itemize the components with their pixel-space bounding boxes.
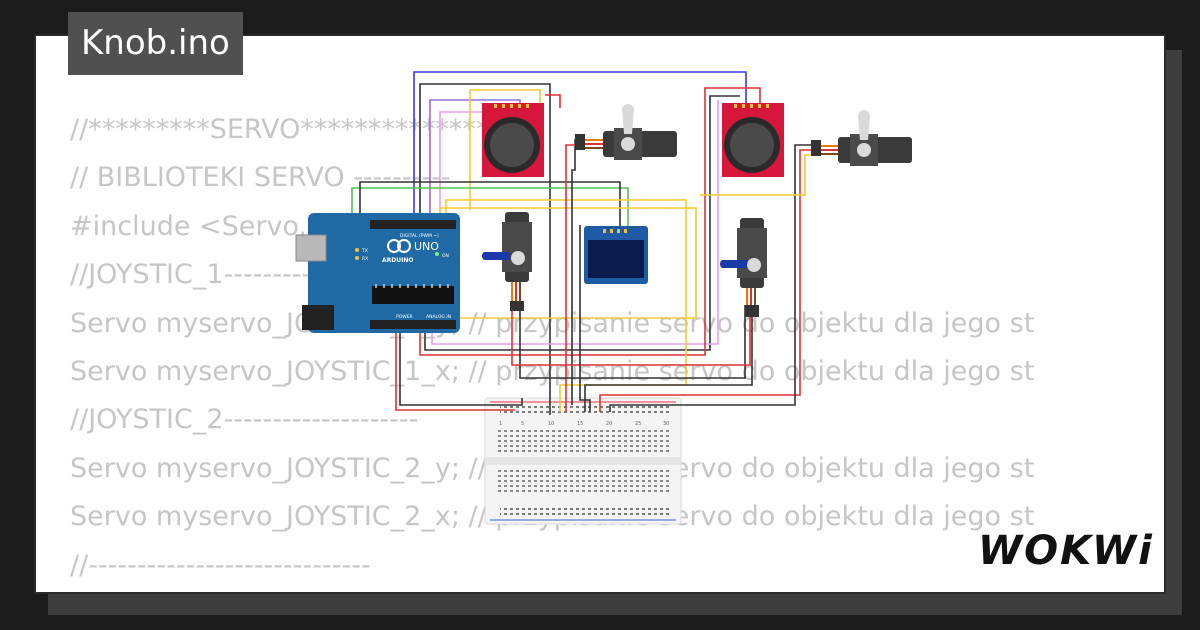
- arduino-digital-label: DIGITAL (PWM ~): [400, 233, 439, 239]
- servo-top-1[interactable]: [575, 104, 677, 160]
- arduino-on-label: ON: [442, 253, 449, 259]
- servo-vertical-1[interactable]: [482, 212, 532, 311]
- breadboard-col-number: 30: [663, 421, 669, 427]
- breadboard-col-number: 20: [606, 421, 612, 427]
- preview-card[interactable]: //*********SERVO***************** // BIB…: [34, 34, 1166, 594]
- project-title: Knob.ino: [68, 12, 243, 75]
- arduino-model-label: UNO: [414, 240, 439, 253]
- arduino-power-label: POWER: [396, 314, 413, 320]
- servo-horn-icon: [858, 110, 870, 140]
- servo-horn-icon: [622, 104, 634, 134]
- code-line: Servo myservo_JOYSTIC_1_y; // przypisani…: [70, 307, 1035, 339]
- arduino-rx-label: RX: [362, 256, 368, 262]
- joystick-1[interactable]: [482, 103, 544, 177]
- arduino-infinity-icon: [387, 239, 401, 253]
- joystick-2[interactable]: [722, 103, 784, 177]
- arduino-brand-label: ARDUINO: [382, 257, 413, 264]
- arduino-analog-label: ANALOG IN: [426, 314, 451, 320]
- breadboard-col-number: 25: [635, 421, 641, 427]
- code-line: //JOYSTIC_2--------------------: [70, 404, 419, 436]
- servo-horn-icon: [720, 260, 748, 268]
- breadboard-col-number: 5: [521, 421, 524, 427]
- servo-top-2[interactable]: [811, 110, 912, 166]
- oled-display[interactable]: [584, 226, 648, 284]
- servo-horn-icon: [482, 252, 510, 260]
- breadboard-col-number: 1: [499, 421, 502, 427]
- breadboard-col-number: 15: [577, 421, 583, 427]
- arduino-uno[interactable]: UNO ARDUINO DIGITAL (PWM ~) ANALOG IN PO…: [295, 213, 460, 333]
- wires: [351, 71, 811, 415]
- breadboard-col-number: 10: [548, 421, 554, 427]
- servo-vertical-2[interactable]: [720, 218, 767, 317]
- wokwi-logo: WOKWi: [978, 528, 1154, 574]
- code-line: //*********SERVO*****************: [70, 114, 530, 145]
- code-line: //-----------------------------: [70, 549, 371, 581]
- code-line: Servo myservo_JOYSTIC_1_x; // przypisani…: [70, 355, 1035, 387]
- arduino-tx-label: TX: [361, 248, 368, 254]
- breadboard: 1 5 10 15 20 25 30: [484, 397, 682, 525]
